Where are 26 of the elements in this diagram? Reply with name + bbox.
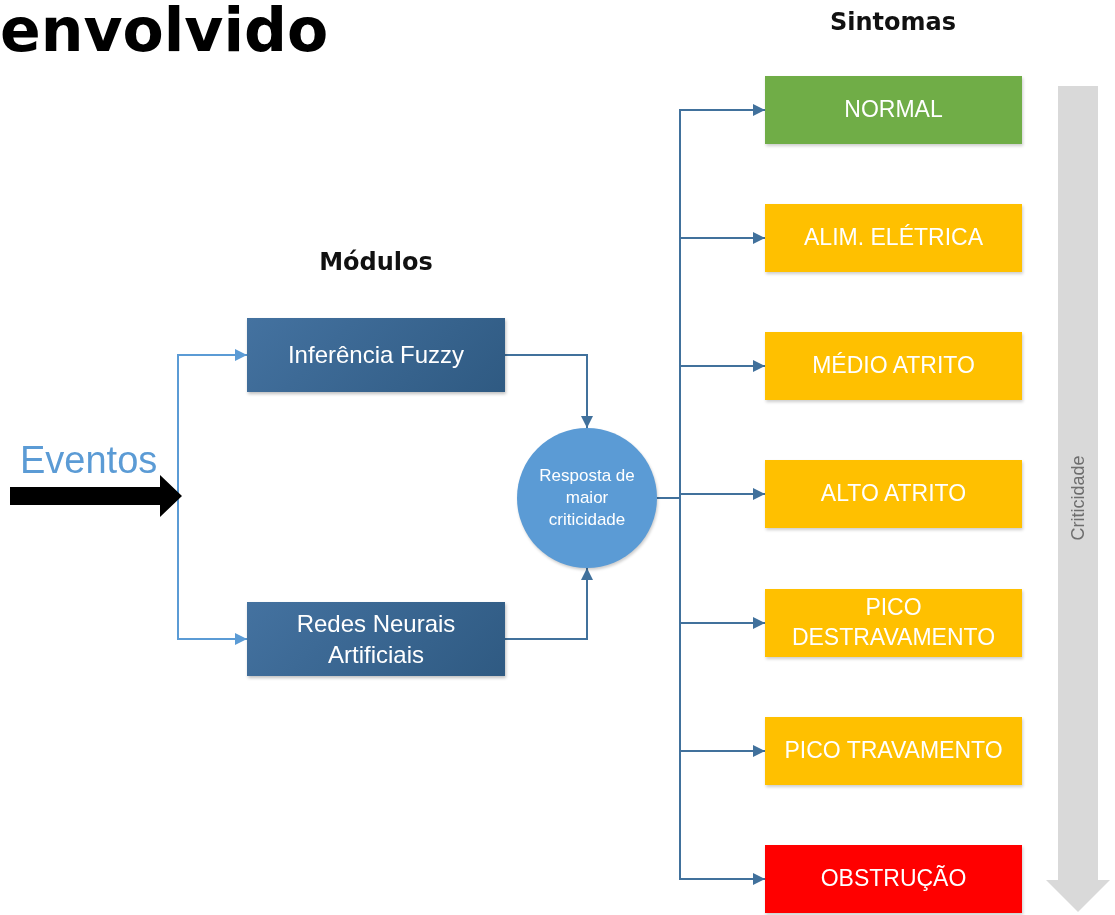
symptom-box: [765, 589, 1022, 657]
title: envolvido: [0, 0, 329, 60]
column-heading: Sintomas: [830, 8, 956, 36]
module-box: [247, 602, 505, 676]
arrow: [504, 354, 593, 429]
axis-label: Criticidade: [1067, 455, 1089, 541]
node-label: Resposta de maior criticidade: [539, 464, 635, 532]
node-label: MÉDIO ATRITO: [812, 351, 975, 381]
symptom-box: [765, 460, 1022, 528]
module-box: [247, 318, 505, 392]
node-label: PICO TRAVAMENTO: [784, 736, 1003, 766]
node-label: PICO DESTRAVAMENTO: [790, 593, 997, 652]
symptom-box: [765, 845, 1022, 913]
input-label: Eventos: [20, 440, 158, 482]
symptom-box: [765, 76, 1022, 144]
symptom-box: [765, 717, 1022, 785]
node-label: Inferência Fuzzy: [287, 340, 465, 371]
column-heading: Módulos: [319, 248, 433, 276]
node-label: ALTO ATRITO: [820, 479, 967, 509]
node-label: OBSTRUÇÃO: [820, 864, 967, 894]
node-label: ALIM. ELÉTRICA: [804, 223, 983, 253]
symptom-box: [765, 332, 1022, 400]
arrow: [504, 567, 593, 640]
node-label: Redes Neurais Artificiais: [295, 608, 457, 670]
node-label: NORMAL: [844, 95, 943, 125]
symptom-box: [765, 204, 1022, 272]
